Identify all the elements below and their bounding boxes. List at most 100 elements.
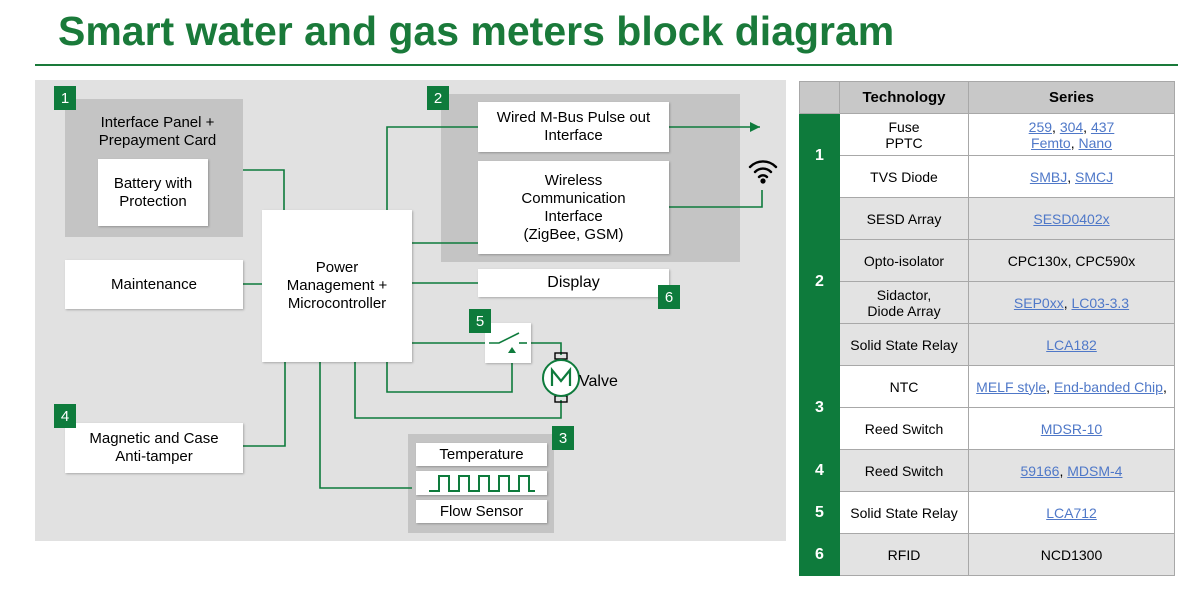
technology-cell: NTC: [839, 365, 969, 408]
series-text: ,: [1059, 462, 1068, 479]
group-number-cell: 6: [799, 533, 840, 576]
table-row: Reed Switch MDSR-10: [800, 407, 1175, 450]
label-6: 6: [658, 285, 680, 309]
series-link[interactable]: 437: [1090, 118, 1115, 135]
wired-mbus-box: Wired M-Bus Pulse out Interface: [478, 102, 669, 152]
technology-cell: Opto-isolator: [839, 239, 969, 282]
temperature-box: Temperature: [416, 443, 547, 466]
group-number-cell: 2: [799, 197, 840, 366]
technology-cell: Fuse PPTC: [839, 113, 969, 156]
series-text: NCD1300: [1040, 546, 1103, 563]
flow-sensor-box: Flow Sensor: [416, 500, 547, 523]
technology-cell: RFID: [839, 533, 969, 576]
series-text: ,: [1083, 118, 1091, 135]
wire-mcu-to-sensors: [319, 362, 412, 489]
table-row: Opto-isolator CPC130x, CPC590x: [800, 239, 1175, 282]
series-cell: SEP0xx, LC03-3.3: [968, 281, 1175, 324]
series-link[interactable]: SESD0402x: [1033, 210, 1110, 227]
table-row: Solid State Relay LCA182: [800, 323, 1175, 366]
series-text: CPC130x, CPC590x: [1007, 252, 1136, 269]
series-text: ,: [1067, 168, 1075, 185]
series-link[interactable]: LCA182: [1046, 336, 1097, 353]
table-header-row: Technology Series: [799, 81, 1175, 114]
technology-cell: TVS Diode: [839, 155, 969, 198]
series-cell: SMBJ, SMCJ: [968, 155, 1175, 198]
header-group: [799, 81, 840, 114]
series-link[interactable]: 304: [1059, 118, 1084, 135]
series-text: ,: [1162, 378, 1167, 395]
switch-icon: [489, 332, 527, 353]
series-text: ,: [1070, 134, 1079, 151]
series-cell: LCA182: [968, 323, 1175, 366]
wire-switch-to-valve: [531, 342, 562, 355]
switch-box: [485, 323, 531, 363]
motor-icon: [542, 352, 580, 403]
series-link[interactable]: MDSR-10: [1040, 420, 1103, 437]
series-cell: MELF style, End-banded Chip,: [968, 365, 1175, 408]
wireless-box: Wireless Communication Interface (ZigBee…: [478, 161, 669, 254]
label-4: 4: [54, 404, 76, 428]
technology-cell: Reed Switch: [839, 407, 969, 450]
title-divider: [35, 64, 1178, 66]
technology-cell: Solid State Relay: [839, 491, 969, 534]
technology-cell: SESD Array: [839, 197, 969, 240]
series-cell: NCD1300: [968, 533, 1175, 576]
group-number-cell: 4: [799, 449, 840, 492]
label-5: 5: [469, 309, 491, 333]
power-mcu-box: Power Management + Microcontroller: [262, 210, 412, 362]
wire-wireless-to-antenna: [669, 190, 763, 208]
series-cell: CPC130x, CPC590x: [968, 239, 1175, 282]
label-2: 2: [427, 86, 449, 110]
wire-mcu-to-mbus: [386, 126, 478, 210]
technology-cell: Solid State Relay: [839, 323, 969, 366]
label-1: 1: [54, 86, 76, 110]
series-cell: LCA712: [968, 491, 1175, 534]
group-number-cell: 1: [799, 113, 840, 198]
wire-switch-control: [386, 347, 513, 393]
group-number-cell: 3: [799, 365, 840, 450]
series-cell: MDSR-10: [968, 407, 1175, 450]
series-link[interactable]: SMCJ: [1075, 168, 1114, 185]
page-title: Smart water and gas meters block diagram: [58, 8, 895, 54]
label-3: 3: [552, 426, 574, 450]
wire-interface-to-mcu: [243, 169, 285, 210]
display-box: Display: [478, 269, 669, 297]
series-link[interactable]: Nano: [1078, 134, 1112, 151]
pulse-box: [416, 471, 547, 495]
anti-tamper-box: Magnetic and Case Anti-tamper: [65, 423, 243, 473]
group-number-cell: 5: [799, 491, 840, 534]
wire-mcu-to-valve: [354, 362, 562, 419]
maintenance-box: Maintenance: [65, 260, 243, 309]
wifi-icon: [748, 160, 778, 184]
series-link[interactable]: LC03-3.3: [1071, 294, 1130, 311]
wire-tamper-to-mcu: [243, 362, 286, 447]
series-cell: 59166, MDSM-4: [968, 449, 1175, 492]
header-series: Series: [968, 81, 1175, 114]
series-link[interactable]: End-banded Chip: [1053, 378, 1163, 395]
interface-panel-label: Interface Panel + Prepayment Card: [98, 114, 217, 149]
series-text: ,: [1046, 378, 1054, 395]
series-link[interactable]: 259: [1028, 118, 1053, 135]
series-text: ,: [1052, 118, 1060, 135]
series-cell: SESD0402x: [968, 197, 1175, 240]
technology-cell: Reed Switch: [839, 449, 969, 492]
series-link[interactable]: MDSM-4: [1067, 462, 1123, 479]
series-link[interactable]: Femto: [1031, 134, 1071, 151]
series-link[interactable]: SEP0xx: [1013, 294, 1064, 311]
battery-box: Battery with Protection: [98, 159, 208, 226]
series-link[interactable]: MELF style: [976, 378, 1047, 395]
series-link[interactable]: SMBJ: [1029, 168, 1068, 185]
series-link[interactable]: 59166: [1020, 462, 1060, 479]
header-technology: Technology: [839, 81, 969, 114]
series-link[interactable]: LCA712: [1046, 504, 1097, 521]
